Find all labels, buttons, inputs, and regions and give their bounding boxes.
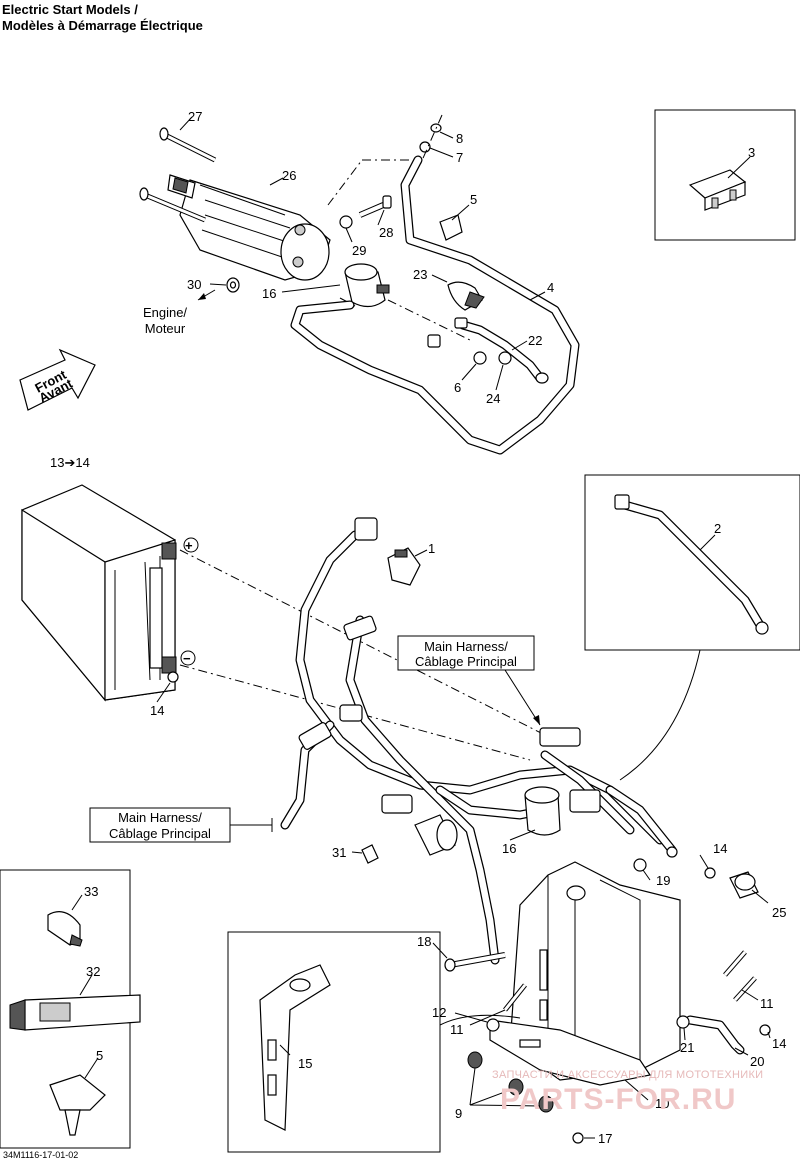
main-harness-label-1: Main Harness/ xyxy=(424,639,508,654)
battery-screw-14 xyxy=(167,671,179,683)
moteur-label: Moteur xyxy=(145,321,186,336)
callout-32: 32 xyxy=(86,964,100,979)
dielectric-grease-32 xyxy=(9,994,141,1031)
callout-15: 15 xyxy=(298,1056,312,1071)
callout-26: 26 xyxy=(282,168,296,183)
callout-24: 24 xyxy=(486,391,500,406)
callout-8: 8 xyxy=(456,131,463,146)
bolts-11-right xyxy=(723,950,757,1002)
fuse-3 xyxy=(688,169,747,211)
cable-right xyxy=(605,785,678,858)
rubber-boot-23 xyxy=(447,281,485,311)
battery-13 xyxy=(21,484,177,702)
nut-19 xyxy=(633,858,647,872)
fitting-25 xyxy=(729,871,759,899)
bolt-18 xyxy=(444,952,506,972)
relay-1 xyxy=(387,547,421,586)
positive-sign: + xyxy=(185,538,193,553)
callout-25: 25 xyxy=(772,905,786,920)
diagram-title-line-2: Modèles à Démarrage Électrique xyxy=(2,18,203,33)
diagram-title-line-1: Electric Start Models / xyxy=(2,2,138,17)
bolt-28 xyxy=(358,195,392,218)
callout-14-right: 14 xyxy=(713,841,727,856)
callout-18: 18 xyxy=(417,934,431,949)
callout-28: 28 xyxy=(379,225,393,240)
screw-14-right xyxy=(704,867,716,879)
main-harness-label-box-1 xyxy=(397,635,535,671)
battery-support-10 xyxy=(489,861,681,1086)
engine-label: Engine/ xyxy=(143,305,187,320)
cablage-label-2: Câblage Principal xyxy=(109,826,211,841)
solenoid-16-mid xyxy=(524,786,561,836)
callout-23: 23 xyxy=(413,267,427,282)
cap-31 xyxy=(361,844,379,864)
starter-motor xyxy=(167,174,331,281)
starter-bolt-lower xyxy=(139,187,206,223)
connector-boot xyxy=(414,814,458,856)
callout-31: 31 xyxy=(332,845,346,860)
callout-19: 19 xyxy=(656,873,670,888)
callout-21: 21 xyxy=(680,1040,694,1055)
callout-4: 4 xyxy=(547,280,554,295)
positive-cable-4 xyxy=(290,155,580,455)
positive-terminal-symbol xyxy=(183,537,199,553)
ground-strap-20 xyxy=(676,1015,771,1055)
grommets-9 xyxy=(467,1051,554,1113)
callout-14-battery: 14 xyxy=(150,703,164,718)
clip-5-bottom xyxy=(49,1074,106,1136)
callout-20: 20 xyxy=(750,1054,764,1069)
terminal-cover-33 xyxy=(47,911,83,947)
callout-17: 17 xyxy=(598,1131,612,1146)
main-harness xyxy=(280,517,665,965)
watermark-logo: PARTS-FOR.RU xyxy=(500,1083,737,1116)
callout-9: 9 xyxy=(455,1106,462,1121)
watermark-tagline: ЗАПЧАСТИ И АКСЕССУАРЫ ДЛЯ МОТОТЕХНИКИ xyxy=(492,1069,764,1081)
main-harness-label-box-2 xyxy=(89,807,231,843)
front-direction-arrow xyxy=(19,348,96,411)
support-15-detail-box xyxy=(227,931,441,1153)
clip-5-top xyxy=(439,214,463,241)
solenoid-16-top xyxy=(339,263,390,308)
callout-10: 10 xyxy=(655,1096,669,1111)
callout-12: 12 xyxy=(432,1005,446,1020)
callout-30: 30 xyxy=(187,277,201,292)
callout-5-top: 5 xyxy=(470,192,477,207)
negative-sign: − xyxy=(183,651,191,666)
callout-11-left: 11 xyxy=(450,1022,464,1037)
callout-6: 6 xyxy=(454,380,461,395)
battery-reference: 13➔14 xyxy=(50,455,90,470)
negative-terminal-symbol xyxy=(180,650,196,666)
callout-2: 2 xyxy=(714,521,721,536)
ground-cable-2 xyxy=(614,494,769,635)
callout-3: 3 xyxy=(748,145,755,160)
callout-14-strap: 14 xyxy=(772,1036,786,1051)
washer-30 xyxy=(226,277,240,293)
main-harness-label-2: Main Harness/ xyxy=(118,810,202,825)
callout-27: 27 xyxy=(188,109,202,124)
callout-1: 1 xyxy=(428,541,435,556)
callout-11-right: 11 xyxy=(760,996,774,1011)
screw-17 xyxy=(572,1132,584,1144)
callout-7: 7 xyxy=(456,150,463,165)
callout-22: 22 xyxy=(528,333,542,348)
cable-22 xyxy=(427,317,549,384)
callout-29: 29 xyxy=(352,243,366,258)
callout-16-top: 16 xyxy=(262,286,276,301)
callout-leaders xyxy=(71,116,771,1139)
nut-29 xyxy=(339,215,353,229)
nuts-6-24 xyxy=(473,351,512,365)
callout-33: 33 xyxy=(84,884,98,899)
callout-5-bottom: 5 xyxy=(96,1048,103,1063)
callout-16-mid: 16 xyxy=(502,841,516,856)
washer-12-screw-11 xyxy=(486,983,527,1032)
starter-bolt-27 xyxy=(159,127,217,163)
nut-7-washer-8 xyxy=(419,114,443,166)
cablage-label-1: Câblage Principal xyxy=(415,654,517,669)
battery-holder-15 xyxy=(259,964,331,1131)
drawing-code: 34M1116-17-01-02 xyxy=(3,1150,79,1160)
